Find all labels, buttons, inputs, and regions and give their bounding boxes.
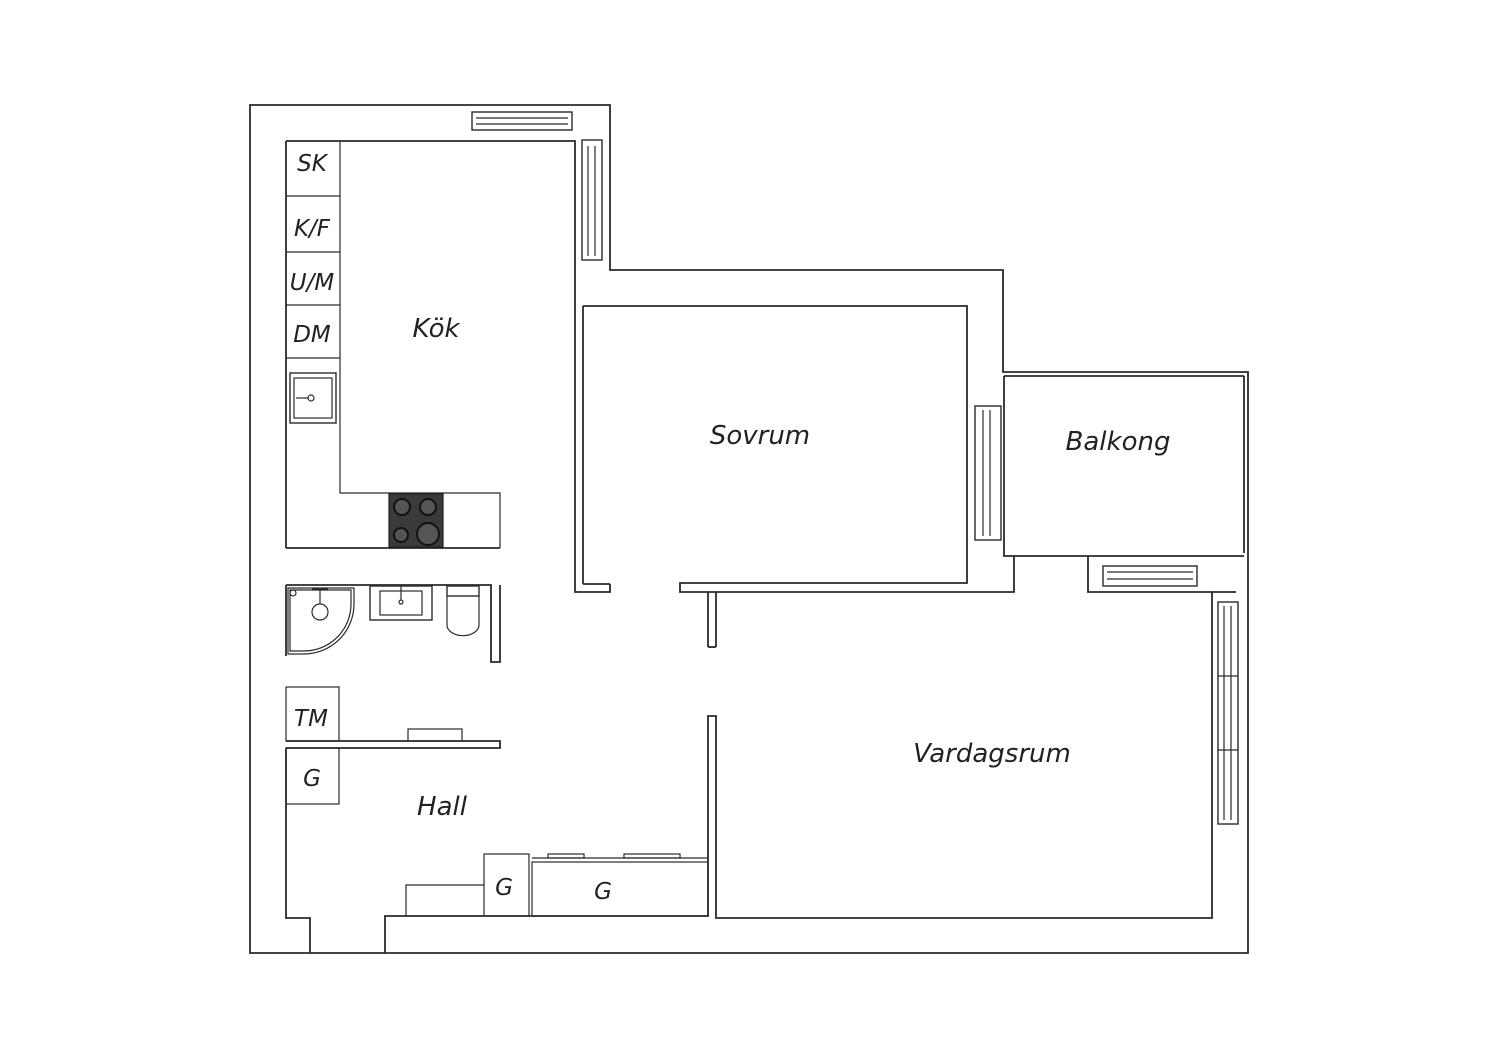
outer-wall-outline <box>249 104 1249 954</box>
kitchen-sink <box>289 372 337 424</box>
bathroom-sink <box>369 585 433 621</box>
outer-walls <box>249 104 1249 954</box>
fixture-label-um: U/M <box>290 270 335 296</box>
window-living-top <box>1102 565 1198 587</box>
fixture-label-g-hall: G <box>303 766 321 792</box>
window-kitchen-right <box>581 139 603 261</box>
kitchen-counter <box>339 141 501 548</box>
living-room <box>1087 556 1239 825</box>
room-label-hall: Hall <box>417 792 468 822</box>
fixture-label-g-small: G <box>495 875 513 901</box>
window-bedroom <box>974 405 1002 541</box>
room-label-vardagsrum: Vardagsrum <box>913 739 1071 769</box>
window-kitchen-top <box>471 111 573 131</box>
bedroom <box>582 305 1244 593</box>
shower <box>287 587 355 655</box>
fixture-label-g-wardrobe: G <box>594 879 612 905</box>
room-label-sovrum: Sovrum <box>710 421 810 451</box>
toilet <box>446 585 480 637</box>
window-living-right <box>1217 601 1239 825</box>
fixture-label-kf: K/F <box>294 216 331 242</box>
hall-walls <box>285 591 1236 953</box>
fixture-label-tm: TM <box>294 706 328 732</box>
stove-hob <box>388 493 444 548</box>
bathroom <box>285 584 501 663</box>
room-label-kok: Kök <box>412 314 460 344</box>
shelf <box>407 728 463 742</box>
room-label-balkong: Balkong <box>1066 427 1171 457</box>
fixture-label-sk: SK <box>297 151 329 177</box>
fixture-label-dm: DM <box>293 322 331 348</box>
kitchen-room <box>285 111 611 593</box>
